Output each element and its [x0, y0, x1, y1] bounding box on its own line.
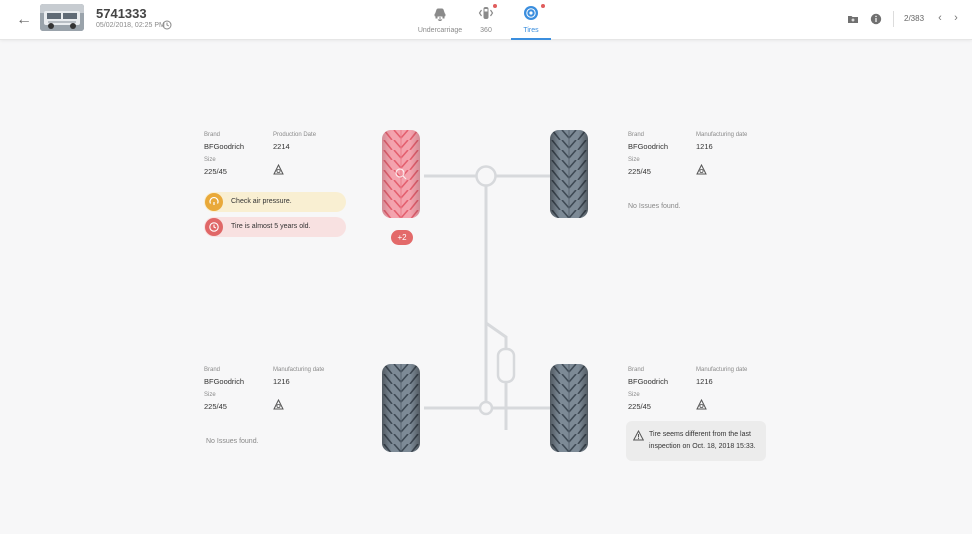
size-value: 225/45: [204, 402, 227, 411]
size-label: Size: [204, 157, 216, 163]
brand-value: BFGoodrich: [628, 377, 669, 386]
brand-label: Brand: [628, 132, 645, 138]
divider: [893, 11, 894, 27]
warning-triangle-icon: [633, 430, 644, 441]
tab-360[interactable]: 360: [472, 0, 500, 40]
manufacturing-date-label: Manufacturing date: [696, 132, 748, 138]
manufacturing-date-label: Manufacturing date: [696, 367, 748, 373]
manufacturing-date-value: 1216: [696, 377, 713, 386]
tire-warning-icon[interactable]: [273, 399, 284, 410]
alert-tire-age[interactable]: Tire is almost 5 years old.: [204, 217, 346, 237]
front-right-tire[interactable]: [550, 130, 588, 218]
size-label: Size: [628, 392, 640, 398]
chevron-right-icon[interactable]: ›: [954, 12, 958, 24]
back-arrow-icon[interactable]: ←: [16, 11, 32, 28]
clock-alert-icon: [205, 218, 223, 236]
size-label: Size: [628, 157, 640, 163]
alert-air-pressure[interactable]: Check air pressure.: [204, 192, 346, 212]
tire-difference-notice[interactable]: Tire seems different from the last inspe…: [626, 421, 766, 461]
tire-warning-icon[interactable]: [696, 164, 707, 175]
notification-dot: [493, 4, 497, 8]
car-360-icon: [478, 7, 494, 19]
tab-label: Tires: [523, 27, 539, 34]
active-tab-indicator: [511, 38, 551, 40]
alert-text: Tire is almost 5 years old.: [231, 223, 311, 230]
pressure-gauge-icon: [205, 193, 223, 211]
clock-icon[interactable]: [162, 20, 172, 30]
notice-text-line1: Tire seems different from the last: [649, 431, 751, 438]
top-bar: ← 5741333 05/02/2018, 02:25 PM Undercarr…: [0, 0, 972, 40]
page-counter: 2/383: [904, 14, 925, 23]
vehicle-id: 5741333: [96, 6, 147, 21]
tab-label: Undercarriage: [417, 27, 463, 34]
manufacturing-date-label: Manufacturing date: [273, 367, 325, 373]
brand-label: Brand: [204, 367, 221, 373]
status-no-issues: No Issues found.: [628, 203, 681, 210]
size-value: 225/45: [204, 167, 227, 176]
brand-value: BFGoodrich: [628, 142, 669, 151]
size-value: 225/45: [628, 167, 651, 176]
brand-label: Brand: [628, 367, 645, 373]
front-left-tire-highlighted[interactable]: [382, 130, 420, 218]
notification-dot: [541, 4, 545, 8]
alert-text: Check air pressure.: [231, 198, 292, 205]
tab-label: 360: [480, 27, 492, 34]
chevron-left-icon[interactable]: ‹: [938, 12, 942, 24]
manufacturing-date-value: 1216: [273, 377, 290, 386]
brand-value: BFGoodrich: [204, 142, 245, 151]
vehicle-thumbnail[interactable]: [40, 4, 84, 31]
brand-label: Brand: [204, 132, 221, 138]
inspection-datetime: 05/02/2018, 02:25 PM: [96, 22, 165, 29]
tab-tires[interactable]: Tires: [511, 0, 551, 40]
notice-text-line2: inspection on Oct. 18, 2018 15:33.: [649, 443, 756, 450]
size-label: Size: [204, 392, 216, 398]
tire-warning-icon[interactable]: [273, 164, 284, 175]
car-underside-icon: [434, 8, 446, 21]
info-icon[interactable]: [870, 13, 882, 25]
rear-right-tire[interactable]: [550, 364, 588, 452]
status-no-issues: No Issues found.: [206, 438, 259, 445]
size-value: 225/45: [628, 402, 651, 411]
rear-left-tire[interactable]: [382, 364, 420, 452]
tab-undercarriage[interactable]: Undercarriage: [416, 0, 464, 40]
production-date-label: Production Date: [273, 132, 317, 138]
production-date-value: 2214: [273, 142, 290, 151]
more-issues-badge[interactable]: +2: [391, 230, 413, 245]
folder-icon[interactable]: [847, 13, 859, 25]
tire-icon: [524, 6, 538, 20]
manufacturing-date-value: 1216: [696, 142, 713, 151]
brand-value: BFGoodrich: [204, 377, 245, 386]
tire-warning-icon[interactable]: [696, 399, 707, 410]
